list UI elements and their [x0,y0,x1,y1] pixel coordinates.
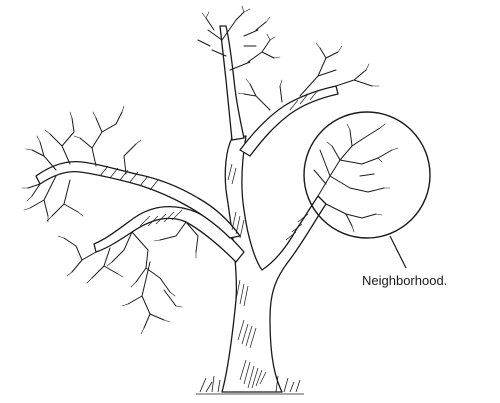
tree-twigs [21,5,399,335]
neighborhood-circle [303,111,431,239]
grass-tufts [196,375,304,395]
neighborhood-callout [303,111,431,269]
tree-trunk [35,25,339,393]
tree-branches [27,11,393,329]
callout-leader-line [389,235,407,269]
trunk-hatching [99,89,319,389]
neighborhood-label: Neighborhood. [362,273,448,288]
